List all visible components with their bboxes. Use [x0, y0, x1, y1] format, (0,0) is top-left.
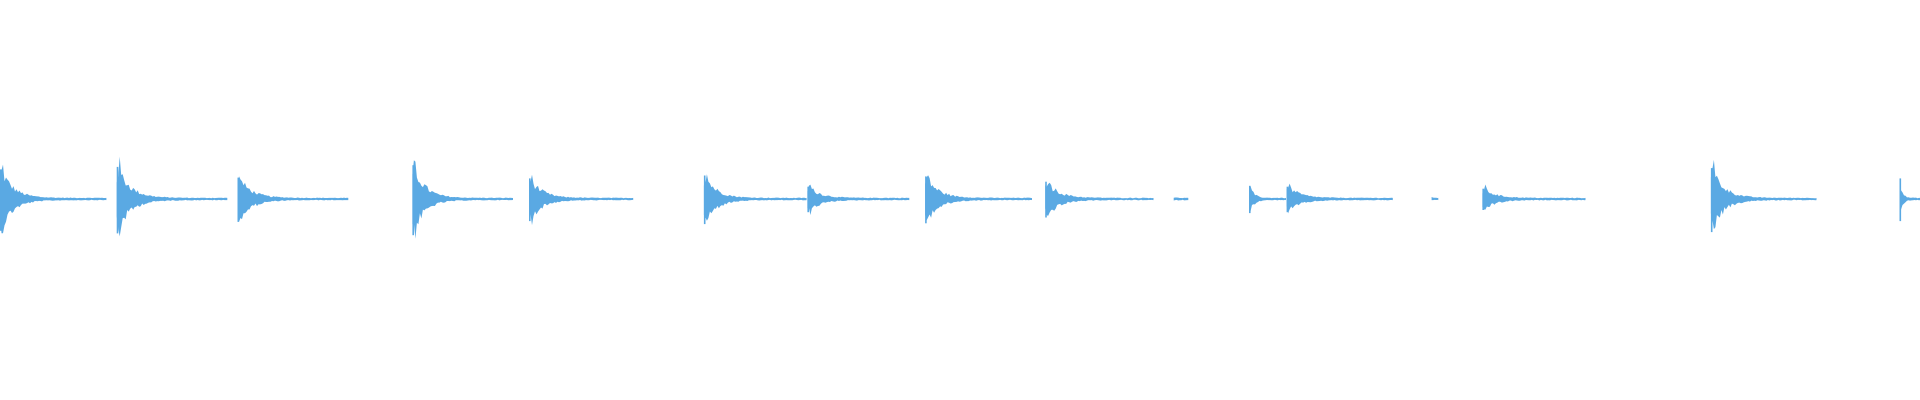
waveform-envelope: [1899, 185, 1920, 212]
waveform-envelope: [703, 174, 807, 221]
waveform-event: [925, 175, 1032, 224]
waveform-envelope: [1482, 184, 1586, 210]
waveform-event: [807, 184, 910, 215]
waveform-envelope: [412, 160, 513, 239]
waveform-envelope: [1173, 197, 1189, 201]
waveform-event: [237, 176, 349, 222]
waveform-event: [1431, 197, 1439, 201]
waveform-event: [1249, 185, 1286, 214]
waveform-envelope: [1710, 159, 1817, 230]
waveform-envelope: [925, 175, 1032, 221]
waveform-event: [116, 156, 228, 237]
waveform-event: [412, 160, 513, 239]
waveform-event: [1710, 159, 1817, 233]
waveform-envelope: [807, 184, 910, 215]
waveform-event: [1286, 183, 1393, 214]
waveform-envelope: [237, 176, 349, 222]
waveform-envelope: [1431, 197, 1439, 201]
waveform-event: [1482, 184, 1586, 210]
waveform-event: [1045, 181, 1154, 218]
waveform-envelope: [1286, 183, 1393, 214]
waveform-event: [1899, 178, 1920, 222]
waveform-envelope: [116, 156, 228, 237]
waveform-event: [528, 174, 634, 226]
waveform-event: [703, 174, 807, 225]
waveform-envelope: [0, 164, 107, 234]
waveform-event: [1173, 197, 1189, 201]
waveform-envelope: [1045, 182, 1154, 216]
waveform-envelope: [529, 174, 634, 226]
waveform-envelope: [1249, 186, 1286, 212]
waveform-event: [0, 164, 107, 234]
